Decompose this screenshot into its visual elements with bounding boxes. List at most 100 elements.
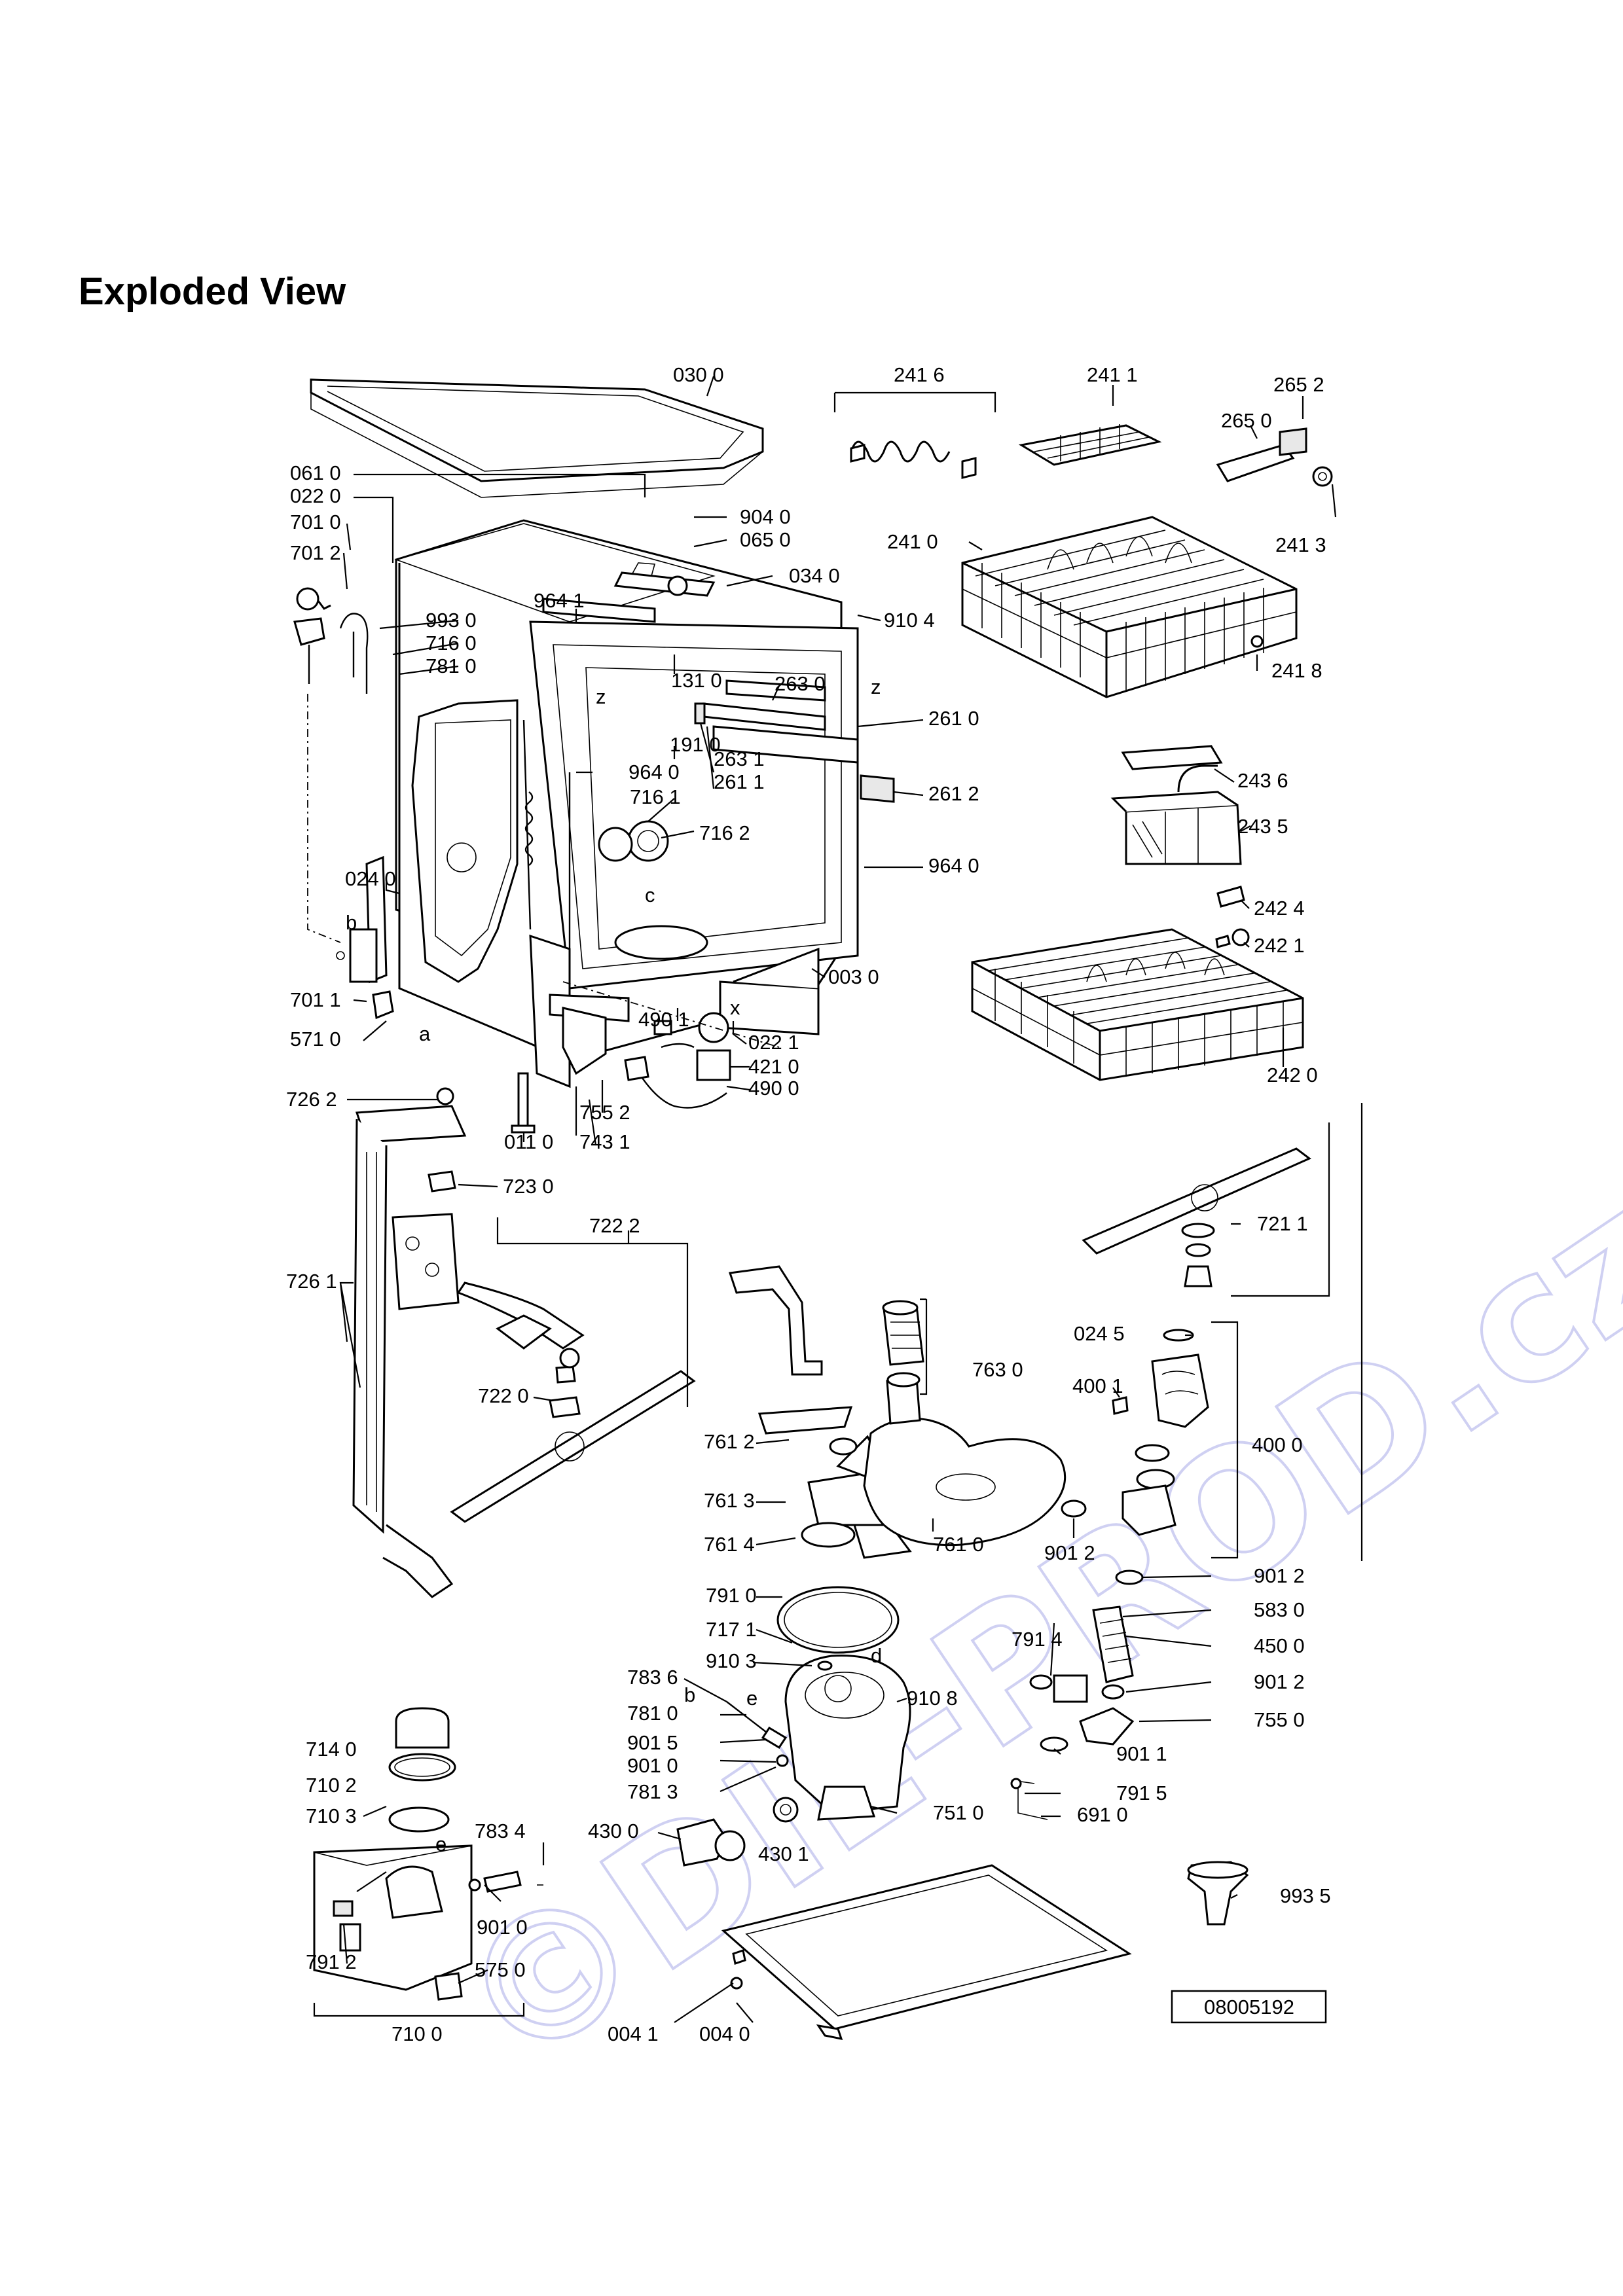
label-022-1: 022 1: [748, 1031, 799, 1054]
lower-spray-arm-part: [450, 1282, 696, 1523]
label-710-3: 710 3: [306, 1804, 357, 1827]
label-701-0: 701 0: [290, 511, 341, 533]
label-761-4: 761 4: [704, 1533, 755, 1556]
filter-part: [882, 1300, 924, 1425]
label-701-2: 701 2: [290, 541, 341, 564]
label-721-1: 721 1: [1257, 1212, 1308, 1235]
label-751-0: 751 0: [933, 1801, 984, 1824]
leader-lines: [313, 376, 1363, 2023]
label-901-1: 901 1: [1116, 1742, 1167, 1765]
label-241-8: 241 8: [1271, 659, 1322, 682]
worktop-part: [310, 378, 764, 498]
label-030-0: 030 0: [673, 363, 724, 386]
upper-basket-part: [961, 516, 1298, 698]
label-261-0: 261 0: [928, 707, 979, 730]
label-901-2-a: 901 2: [1044, 1541, 1095, 1564]
label-421-0: 421 0: [748, 1055, 799, 1078]
lower-basket-part: [971, 886, 1304, 1081]
pump-part: [1010, 1329, 1249, 1926]
label-791-5: 791 5: [1116, 1782, 1167, 1804]
label-716-2: 716 2: [699, 821, 750, 844]
label-691-0: 691 0: [1077, 1803, 1128, 1826]
label-964-0-a: 964 0: [629, 761, 680, 783]
label-004-1: 004 1: [608, 2022, 659, 2045]
label-241-6: 241 6: [894, 363, 945, 386]
label-400-1: 400 1: [1072, 1374, 1123, 1397]
label-571-0: 571 0: [290, 1028, 341, 1050]
label-011-0: 011 0: [504, 1130, 553, 1153]
label-490-1: 490 1: [638, 1008, 689, 1031]
label-763-0: 763 0: [972, 1358, 1023, 1381]
sump-cover-part: [729, 1265, 1067, 1559]
label-723-0: 723 0: [503, 1175, 554, 1198]
label-910-8: 910 8: [907, 1687, 958, 1710]
marker-d: d: [871, 1644, 882, 1667]
label-761-3: 761 3: [704, 1489, 755, 1512]
label-024-5: 024 5: [1074, 1322, 1125, 1345]
label-901-5: 901 5: [627, 1731, 678, 1754]
label-003-0: 003 0: [828, 965, 879, 988]
part-labels: 030 0 241 6 241 1 265 2 265 0 241 3 061 …: [286, 363, 1331, 2045]
label-901-2-b: 901 2: [1254, 1564, 1305, 1587]
marker-e-lower: e: [435, 1833, 447, 1856]
label-993-0: 993 0: [426, 609, 477, 632]
label-430-1: 430 1: [758, 1842, 809, 1865]
label-263-1: 263 1: [714, 747, 765, 770]
label-783-4: 783 4: [475, 1820, 526, 1842]
label-761-0: 761 0: [933, 1533, 984, 1556]
label-710-2: 710 2: [306, 1774, 357, 1797]
drawing-number: 08005192: [1204, 1996, 1294, 2018]
label-722-0: 722 0: [478, 1384, 529, 1407]
label-583-0: 583 0: [1254, 1598, 1305, 1621]
water-distribution-part: [352, 1087, 467, 1598]
label-904-0: 904 0: [740, 505, 791, 528]
label-191-0: 191 0: [670, 733, 721, 756]
label-791-0: 791 0: [706, 1584, 757, 1607]
label-265-0: 265 0: [1221, 409, 1272, 432]
label-910-3: 910 3: [706, 1649, 757, 1672]
water-softener-part: [313, 1707, 543, 2001]
label-065-0: 065 0: [740, 528, 791, 551]
label-243-5: 243 5: [1237, 815, 1288, 838]
label-430-0: 430 0: [588, 1820, 639, 1842]
label-265-2: 265 2: [1273, 373, 1324, 396]
label-241-3: 241 3: [1275, 533, 1326, 556]
sump-assembly-part: [676, 1586, 911, 1867]
label-964-1: 964 1: [534, 589, 585, 612]
label-791-2: 791 2: [306, 1950, 357, 1973]
label-034-0: 034 0: [789, 564, 840, 587]
label-716-1: 716 1: [630, 785, 681, 808]
label-450-0: 450 0: [1254, 1634, 1305, 1657]
cutlery-basket-part: [1110, 745, 1242, 865]
label-490-0: 490 0: [748, 1077, 799, 1100]
letter-markers: b a c x z z b e d e: [346, 675, 882, 1856]
marker-z-right: z: [871, 675, 881, 698]
marker-b: b: [346, 911, 357, 934]
label-701-1: 701 1: [290, 988, 341, 1011]
marker-b-lower: b: [684, 1683, 695, 1706]
label-993-5: 993 5: [1280, 1884, 1331, 1907]
label-791-4: 791 4: [1012, 1628, 1063, 1651]
label-781-0: 781 0: [426, 655, 477, 677]
label-243-6: 243 6: [1237, 769, 1288, 792]
label-242-4: 242 4: [1254, 897, 1305, 920]
marker-e: e: [746, 1687, 757, 1710]
label-755-0: 755 0: [1254, 1708, 1305, 1731]
label-910-4: 910 4: [884, 609, 935, 632]
label-726-1: 726 1: [286, 1270, 337, 1293]
label-726-2: 726 2: [286, 1088, 337, 1111]
label-710-0: 710 0: [392, 2022, 443, 2045]
label-781-0-b: 781 0: [627, 1702, 678, 1725]
base-tray-part: [721, 1864, 1132, 2040]
label-901-0-a: 901 0: [627, 1754, 678, 1777]
label-242-0: 242 0: [1267, 1064, 1318, 1086]
page-title: Exploded View: [79, 270, 346, 313]
label-022-0: 022 0: [290, 484, 341, 507]
label-901-0-b: 901 0: [477, 1916, 528, 1939]
label-242-1: 242 1: [1254, 934, 1305, 957]
label-761-2: 761 2: [704, 1430, 755, 1453]
marker-a: a: [419, 1022, 431, 1045]
cabinet-part: [293, 519, 895, 1134]
label-714-0: 714 0: [306, 1738, 357, 1761]
